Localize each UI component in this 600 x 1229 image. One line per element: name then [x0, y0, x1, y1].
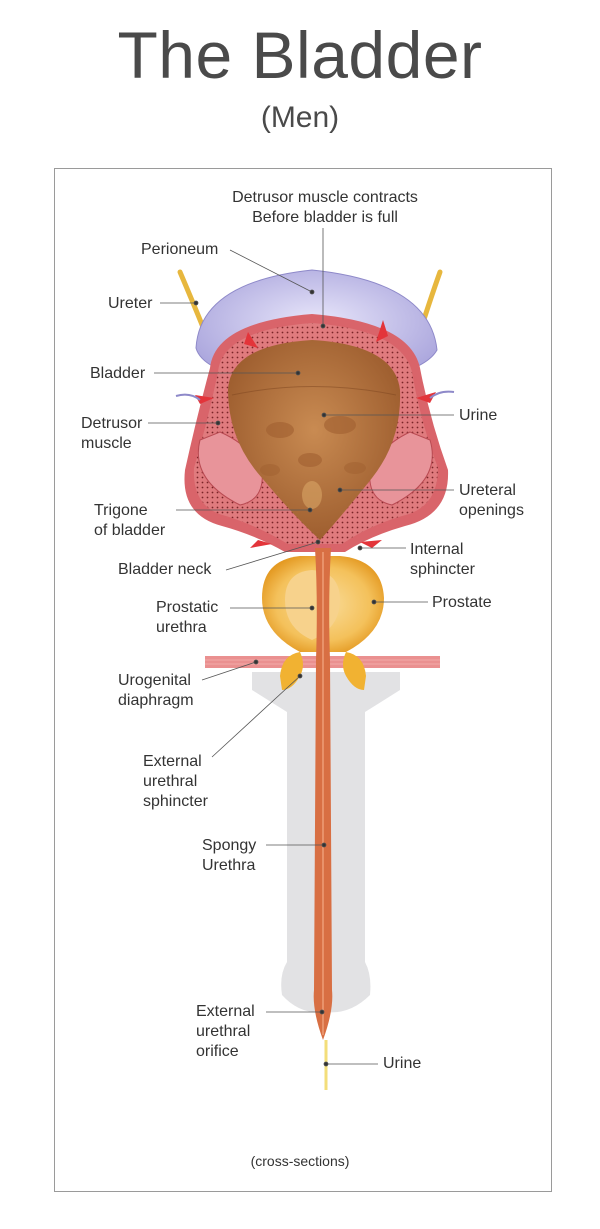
label-detrusor-contracts: Detrusor muscle contracts Before bladder…	[232, 189, 418, 226]
footer-caption: (cross-sections)	[250, 1153, 350, 1169]
label-external-urethral-sphincter: External urethral sphincter	[143, 753, 208, 810]
label-prostatic-urethra: Prostatic urethra	[156, 599, 219, 636]
label-prostate: Prostate	[432, 594, 492, 611]
label-ureteral-openings: Ureteral openings	[459, 482, 524, 519]
label-bladder-neck: Bladder neck	[118, 561, 212, 578]
label-perioneum: Perioneum	[141, 241, 219, 258]
label-internal-sphincter: Internal sphincter	[410, 541, 475, 578]
diagram-frame	[54, 168, 552, 1192]
label-spongy-urethra: Spongy Urethra	[202, 837, 257, 874]
label-ureter: Ureter	[108, 295, 153, 312]
page-subtitle: (Men)	[260, 101, 340, 134]
ureter-left	[177, 269, 208, 335]
label-bladder: Bladder	[90, 365, 146, 382]
label-urine-top: Urine	[459, 407, 498, 424]
label-trigone: Trigone of bladder	[94, 502, 166, 539]
page-title: The Bladder	[117, 18, 483, 92]
label-detrusor-muscle: Detrusor muscle	[81, 415, 143, 452]
external-sphincter-left	[280, 652, 303, 690]
external-sphincter-right	[343, 652, 366, 690]
label-external-urethral-orifice: External urethral orifice	[196, 1003, 255, 1060]
label-urine-bottom: Urine	[383, 1055, 422, 1072]
label-urogenital-diaphragm: Urogenital diaphragm	[118, 672, 194, 709]
